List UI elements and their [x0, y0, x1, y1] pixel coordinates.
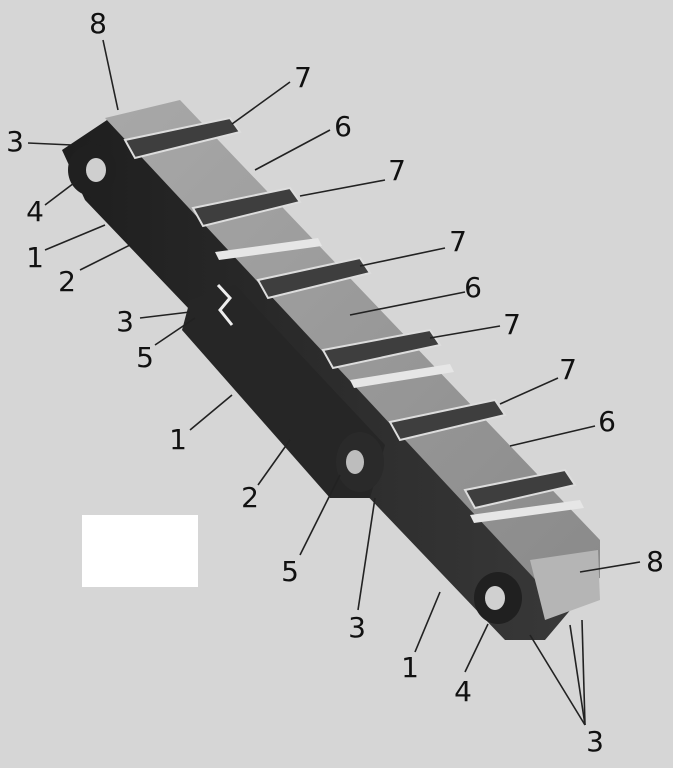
leader-line	[414, 591, 441, 653]
callout-label: 6	[598, 405, 616, 438]
callout-label: 8	[646, 545, 664, 578]
link-side-body	[62, 118, 600, 640]
leader-line	[44, 224, 106, 251]
leader-line	[231, 81, 291, 125]
callout-label: 3	[6, 125, 24, 158]
crossbar	[321, 328, 442, 370]
callout-label: 7	[449, 225, 467, 258]
leader-line	[464, 623, 489, 673]
callout-label: 7	[294, 61, 312, 94]
callout-label: 5	[281, 555, 299, 588]
crossbar	[256, 256, 372, 300]
callout-label: 5	[136, 341, 154, 374]
leader-line	[44, 179, 79, 206]
callout-label: 4	[454, 675, 472, 708]
callout-label: 1	[26, 241, 44, 274]
plate-separators	[215, 238, 584, 523]
plate-separator	[215, 238, 322, 260]
callout-label: 1	[169, 423, 187, 456]
leader-line	[154, 317, 196, 346]
crossbars	[123, 116, 577, 510]
callout-label: 6	[334, 110, 352, 143]
callout-label: 3	[116, 305, 134, 338]
leader-line	[429, 325, 501, 339]
end-lug	[530, 550, 600, 620]
crossbar	[388, 398, 507, 442]
callout-label: 7	[388, 154, 406, 187]
callout-label: 3	[348, 611, 366, 644]
leader-line	[529, 634, 586, 726]
link-lower-body	[182, 285, 385, 498]
callout-label: 6	[464, 271, 482, 304]
callout-label: 7	[503, 308, 521, 341]
leader-line	[581, 619, 586, 726]
leader-line	[254, 129, 331, 171]
break-mark	[216, 283, 234, 326]
leader-line	[139, 311, 191, 319]
callout-label: 2	[241, 481, 259, 514]
leader-line	[299, 474, 341, 556]
white-patch	[82, 515, 198, 587]
leader-lines	[27, 39, 641, 726]
callout-label: 3	[586, 725, 604, 758]
callout-label: 1	[401, 651, 419, 684]
leader-line	[359, 247, 446, 267]
leader-line	[357, 497, 376, 611]
leader-line	[579, 561, 641, 573]
crossbar	[463, 468, 577, 510]
callout-label: 8	[89, 7, 107, 40]
leader-line	[27, 142, 73, 146]
pin-middle-hole	[346, 450, 364, 474]
leader-line	[509, 425, 596, 447]
crossbar	[123, 116, 242, 160]
callout-label: 4	[26, 195, 44, 228]
leader-line	[257, 439, 291, 486]
leader-line	[79, 244, 131, 271]
pins	[68, 144, 522, 624]
leader-line	[499, 377, 559, 405]
callout-label: 7	[559, 353, 577, 386]
crossbar	[191, 186, 302, 228]
plate-separator	[470, 500, 584, 523]
plate-separator	[350, 364, 454, 388]
pin-top-hole	[86, 158, 106, 182]
leader-line	[189, 394, 233, 431]
callout-label: 2	[58, 265, 76, 298]
leader-line	[299, 179, 386, 197]
leader-line	[349, 291, 466, 316]
leader-line	[102, 39, 119, 111]
leader-line	[569, 624, 586, 726]
pin-bottom-hole	[485, 586, 505, 610]
